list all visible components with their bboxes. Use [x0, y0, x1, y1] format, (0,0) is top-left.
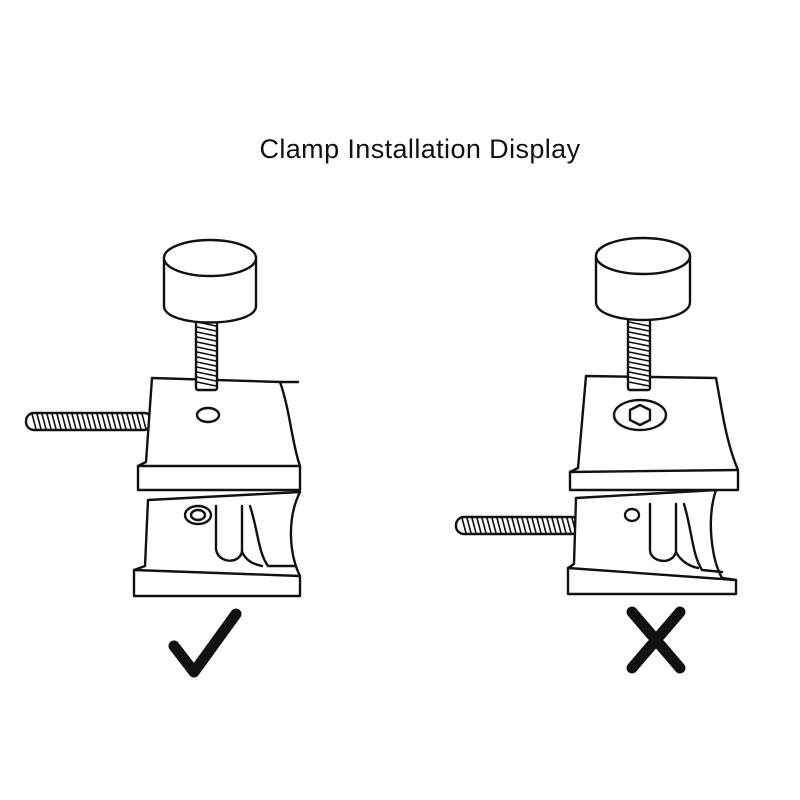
knob-right — [594, 236, 692, 322]
screw-thread — [521, 517, 527, 534]
clamp-correct — [24, 238, 302, 598]
screw-thread — [61, 413, 67, 430]
screw-thread — [96, 413, 102, 430]
screw-thread — [546, 517, 552, 534]
screw-thread — [56, 413, 62, 430]
screw-thread — [196, 356, 217, 362]
screw-thread — [628, 351, 650, 357]
screw-thread — [541, 517, 547, 534]
screw-thread — [486, 517, 492, 534]
screw-thread — [556, 517, 562, 534]
screw-thread — [76, 413, 82, 430]
screw-thread — [628, 356, 650, 362]
screw-thread — [511, 517, 517, 534]
screw-thread — [196, 331, 217, 337]
screw-thread — [536, 517, 542, 534]
screw-thread — [36, 413, 42, 430]
screw-thread — [136, 413, 142, 430]
screw-thread — [496, 517, 502, 534]
screw-thread — [628, 381, 650, 387]
screw-thread — [196, 381, 217, 387]
screw-thread — [46, 413, 52, 430]
screw-thread — [141, 413, 147, 430]
screw-thread — [476, 517, 482, 534]
lower-jaw-right — [566, 488, 738, 596]
screw-thread — [466, 517, 472, 534]
top-screw-left — [194, 316, 219, 392]
screw-thread — [516, 517, 522, 534]
screw-thread — [566, 517, 572, 534]
screw-thread — [461, 517, 467, 534]
screw-thread — [561, 517, 567, 534]
screw-thread — [196, 326, 217, 332]
screw-thread — [196, 371, 217, 377]
screw-thread — [628, 341, 650, 347]
upper-block-right — [568, 374, 740, 492]
side-screw-right — [454, 515, 582, 536]
screw-thread — [196, 336, 217, 342]
check-mark-icon — [168, 608, 242, 678]
screw-thread — [31, 413, 37, 430]
knob-left — [162, 238, 258, 324]
screw-thread — [491, 517, 497, 534]
screw-thread — [66, 413, 72, 430]
screw-thread — [526, 517, 532, 534]
screw-thread — [101, 413, 107, 430]
screw-thread — [628, 326, 650, 332]
screw-thread — [628, 366, 650, 372]
screw-thread — [131, 413, 137, 430]
screw-thread — [81, 413, 87, 430]
screw-thread — [628, 336, 650, 342]
screw-thread — [86, 413, 92, 430]
screw-thread — [196, 376, 217, 382]
screw-thread — [41, 413, 47, 430]
top-screw-right — [626, 316, 652, 392]
screw-thread — [628, 321, 650, 327]
screw-thread — [196, 351, 217, 357]
screw-thread — [471, 517, 477, 534]
side-screw-left — [24, 411, 154, 432]
screw-thread — [628, 361, 650, 367]
screw-thread — [551, 517, 557, 534]
screw-thread — [111, 413, 117, 430]
lower-jaw-left — [132, 490, 302, 598]
screw-thread — [71, 413, 77, 430]
screw-thread — [501, 517, 507, 534]
screw-thread — [196, 341, 217, 347]
screw-thread — [196, 346, 217, 352]
screw-thread — [196, 366, 217, 372]
screw-thread — [196, 361, 217, 367]
cross-mark-icon — [626, 606, 686, 674]
screw-thread — [51, 413, 57, 430]
screw-thread — [481, 517, 487, 534]
screw-thread — [628, 331, 650, 337]
screw-thread — [531, 517, 537, 534]
screw-thread — [121, 413, 127, 430]
screw-thread — [116, 413, 122, 430]
clamp-incorrect — [454, 236, 740, 596]
upper-block-left — [136, 376, 302, 492]
screw-thread — [628, 376, 650, 382]
diagram-title: Clamp Installation Display — [259, 134, 581, 164]
screw-thread — [506, 517, 512, 534]
screw-thread — [106, 413, 112, 430]
screw-thread — [628, 371, 650, 377]
screw-thread — [91, 413, 97, 430]
screw-thread — [126, 413, 132, 430]
screw-thread — [628, 346, 650, 352]
